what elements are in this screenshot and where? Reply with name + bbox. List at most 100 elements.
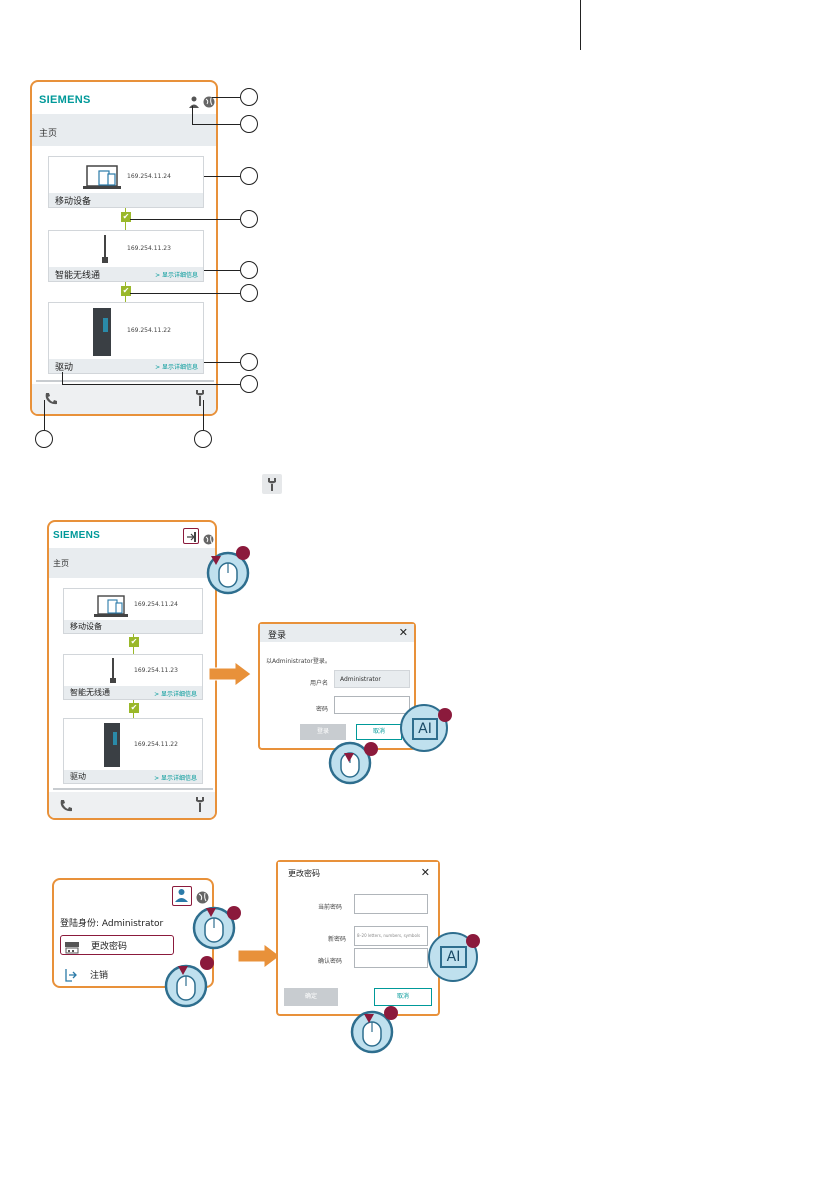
logout-label: 注销	[90, 971, 109, 981]
callout-leader	[62, 372, 63, 384]
scrollbar[interactable]	[53, 788, 213, 790]
logout-item[interactable]: 注销	[60, 966, 180, 984]
callout-circle	[240, 375, 258, 393]
antenna-icon	[99, 235, 111, 271]
callout-leader	[62, 384, 240, 385]
siemens-logo: SIEMENS	[39, 94, 91, 106]
current-password-label: 当前密码	[318, 904, 343, 911]
device-card-mobile[interactable]: 169.254.11.24 移动设备	[48, 156, 204, 208]
new-password-field[interactable]: 8–20 letters, numbers, symbols	[354, 926, 428, 946]
device-card-wireless[interactable]: 169.254.11.23 智能无线通 > 显示详细信息	[63, 654, 203, 700]
device-name: 移动设备	[55, 197, 92, 207]
mouse-click-icon	[200, 545, 256, 605]
arrow-right-icon	[207, 660, 253, 692]
callout-leader	[130, 219, 240, 220]
callout-circle	[35, 430, 53, 448]
arrow-right-icon	[236, 942, 282, 974]
close-icon[interactable]: ✕	[398, 626, 408, 639]
callout-circle	[240, 284, 258, 302]
device-card-mobile[interactable]: 169.254.11.24 移动设备	[63, 588, 203, 634]
connection-ok-icon: ✔	[129, 637, 139, 647]
callout-leader	[203, 400, 204, 430]
callout-circle	[240, 353, 258, 371]
device-card-drive[interactable]: 169.254.11.22 驱动 > 显示详细信息	[63, 718, 203, 784]
home-band: 主页	[49, 548, 215, 578]
globe-icon[interactable]	[203, 530, 214, 549]
device-ip: 169.254.11.22	[134, 741, 178, 748]
callout-circle	[194, 430, 212, 448]
device-card-wireless[interactable]: 169.254.11.23 智能无线通 > 显示详细信息	[48, 230, 204, 282]
device-card-drive[interactable]: 169.254.11.22 驱动 > 显示详细信息	[48, 302, 204, 374]
drive-icon	[93, 308, 111, 360]
change-password-dialog: 更改密码 ✕ 当前密码 新密码 8–20 letters, numbers, s…	[276, 860, 440, 1016]
username-field[interactable]: Administrator	[334, 670, 410, 688]
wrench-icon[interactable]	[195, 797, 205, 816]
mouse-click-icon	[158, 958, 214, 1018]
login-icon[interactable]	[183, 528, 199, 544]
ai-text-icon: AI	[412, 718, 438, 740]
step-marker	[384, 1006, 398, 1020]
device-label-bar: 智能无线通 > 显示详细信息	[64, 686, 202, 699]
callout-leader	[204, 362, 240, 363]
password-label: 密码	[316, 706, 329, 713]
show-details-link[interactable]: > 显示详细信息	[155, 272, 198, 279]
globe-icon[interactable]	[196, 889, 209, 908]
globe-icon[interactable]	[203, 93, 215, 112]
footer-band	[32, 384, 216, 414]
drive-icon	[104, 723, 120, 771]
dialog-title: 更改密码	[288, 869, 320, 878]
ok-button[interactable]: 确定	[284, 988, 338, 1006]
device-label-bar: 智能无线通 > 显示详细信息	[49, 267, 203, 281]
mobile-devices-icon	[83, 165, 123, 195]
step-marker	[438, 708, 452, 722]
mouse-click-icon	[344, 1004, 400, 1064]
password-icon	[65, 939, 79, 958]
step-marker	[200, 956, 214, 970]
user-icon-selected[interactable]	[172, 886, 192, 906]
close-icon[interactable]: ✕	[420, 866, 430, 879]
scrollbar[interactable]	[36, 380, 214, 382]
home-title: 主页	[39, 129, 58, 139]
mouse-click-icon	[322, 735, 378, 795]
show-details-link[interactable]: > 显示详细信息	[154, 775, 197, 782]
home-title: 主页	[53, 559, 69, 568]
wrench-icon-inline	[262, 474, 282, 494]
wrench-icon[interactable]	[195, 390, 205, 410]
device-ip: 169.254.11.23	[127, 245, 171, 252]
callout-leader	[204, 176, 240, 177]
device-ip: 169.254.11.22	[127, 327, 171, 334]
footer-band	[49, 792, 215, 818]
callout-circle	[240, 261, 258, 279]
device-ip: 169.254.11.24	[127, 173, 171, 180]
callout-leader	[192, 106, 193, 124]
dialog-titlebar: 登录 ✕	[260, 624, 414, 642]
callout-circle	[240, 115, 258, 133]
user-menu-frame: 登陆身份: Administrator 更改密码 注销	[52, 878, 214, 988]
home-band: 主页	[32, 114, 216, 146]
login-button[interactable]: 登录	[300, 724, 346, 740]
callout-leader	[192, 124, 240, 125]
current-password-field[interactable]	[354, 894, 428, 914]
connection-ok-icon: ✔	[121, 286, 131, 296]
show-details-link[interactable]: > 显示详细信息	[155, 364, 198, 371]
username-label: 用户名	[310, 680, 329, 687]
step-marker	[236, 546, 250, 560]
username-value: Administrator	[340, 676, 381, 683]
password-field[interactable]	[334, 696, 410, 714]
callout-leader	[212, 97, 240, 98]
user-icon[interactable]	[189, 93, 199, 112]
mouse-click-icon	[186, 900, 242, 960]
cancel-button[interactable]: 取消	[374, 988, 432, 1006]
dialog-title: 登录	[268, 631, 287, 641]
phone-icon[interactable]	[59, 798, 73, 817]
phone-icon[interactable]	[44, 391, 58, 410]
show-details-link[interactable]: > 显示详细信息	[154, 691, 197, 698]
device-ip: 169.254.11.24	[134, 601, 178, 608]
device-name: 驱动	[70, 772, 86, 781]
new-password-label: 新密码	[328, 936, 347, 943]
ai-text-icon: AI	[440, 946, 467, 968]
dialog-titlebar: 更改密码 ✕	[278, 862, 438, 884]
change-password-item[interactable]: 更改密码	[60, 935, 174, 955]
siemens-logo: SIEMENS	[53, 530, 101, 541]
confirm-password-field[interactable]	[354, 948, 428, 968]
